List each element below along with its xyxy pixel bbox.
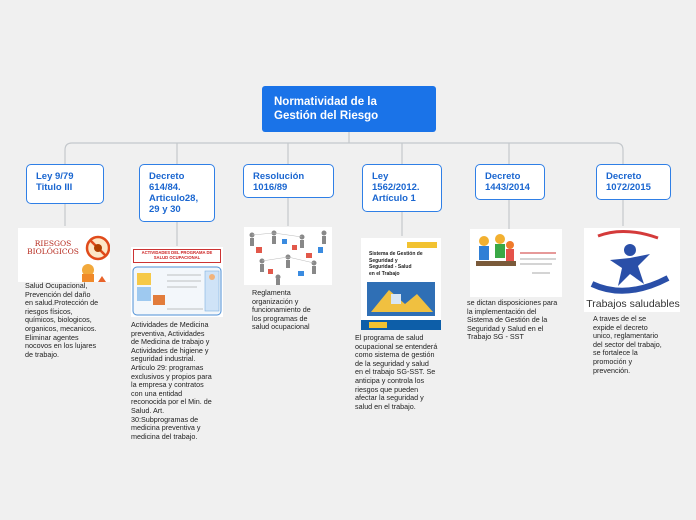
branch-resolucion-1016-89[interactable]: Resolución 1016/89 xyxy=(243,164,334,198)
note-decreto-614-84: Actividades de Medicina preventiva, Acti… xyxy=(131,320,212,441)
people-network-icon xyxy=(249,230,327,285)
program-activities-image: ACTIVIDADES DEL PROGRAMA DE SALUD OCUPAC… xyxy=(131,247,223,317)
note-ley-1562-2012: El programa de salud ocupacional se ente… xyxy=(355,333,438,411)
healthy-work-logo-icon xyxy=(584,228,680,312)
root-topic[interactable]: Normatividad de la Gestión del Riesgo xyxy=(262,86,436,132)
healthy-work-image: Trabajos saludables xyxy=(584,228,680,312)
book-cover-icon xyxy=(361,238,441,330)
branch-title: Decreto 614/84. Articulo28, 29 y 30 xyxy=(149,171,199,215)
book-cover-title: Sistema de Gestión de Seguridad y Seguri… xyxy=(369,251,423,277)
branch-decreto-1072-2015[interactable]: Decreto 1072/2015 xyxy=(596,164,671,200)
note-resolucion-1016-89: Reglamenta organización y funcionamiento… xyxy=(252,288,311,332)
branch-decreto-1443-2014[interactable]: Decreto 1443/2014 xyxy=(475,164,545,200)
branch-title: Resolución 1016/89 xyxy=(253,171,305,193)
branch-title: Decreto 1443/2014 xyxy=(485,171,530,193)
note-decreto-1443-2014: se dictan disposiciones para la implemen… xyxy=(467,298,558,342)
branch-title: Ley 9/79 Titulo III xyxy=(36,171,74,193)
branch-decreto-614-84[interactable]: Decreto 614/84. Articulo28, 29 y 30 xyxy=(139,164,215,222)
branch-title: Decreto 1072/2015 xyxy=(606,171,651,193)
sg-sst-book-image: Sistema de Gestión de Seguridad y Seguri… xyxy=(361,238,441,330)
note-decreto-1072-2015: A traves de el se expide el decreto unic… xyxy=(593,314,662,375)
workers-icon xyxy=(470,229,562,297)
branch-ley-1562-2012[interactable]: Ley 1562/2012. Artículo 1 xyxy=(362,164,442,212)
branch-ley-9-79[interactable]: Ley 9/79 Titulo III xyxy=(26,164,104,204)
root-title: Normatividad de la Gestión del Riesgo xyxy=(274,96,379,122)
sg-sst-implementation-image xyxy=(470,229,562,297)
note-ley-9-79: Salud Ocupacional, Prevención del daño e… xyxy=(25,281,99,359)
biological-risk-label: RIESGOS BIOLÓGICOS xyxy=(27,239,79,256)
healthy-work-label: Trabajos saludables xyxy=(586,298,680,310)
biological-risk-image: RIESGOS BIOLÓGICOS xyxy=(18,228,110,282)
program-diagram-icon xyxy=(132,266,222,316)
biohazard-icon xyxy=(18,228,110,282)
branch-bus xyxy=(64,142,624,164)
branch-title: Ley 1562/2012. Artículo 1 xyxy=(372,171,420,204)
program-activities-caption: ACTIVIDADES DEL PROGRAMA DE SALUD OCUPAC… xyxy=(133,249,221,263)
people-network-image xyxy=(244,227,332,285)
